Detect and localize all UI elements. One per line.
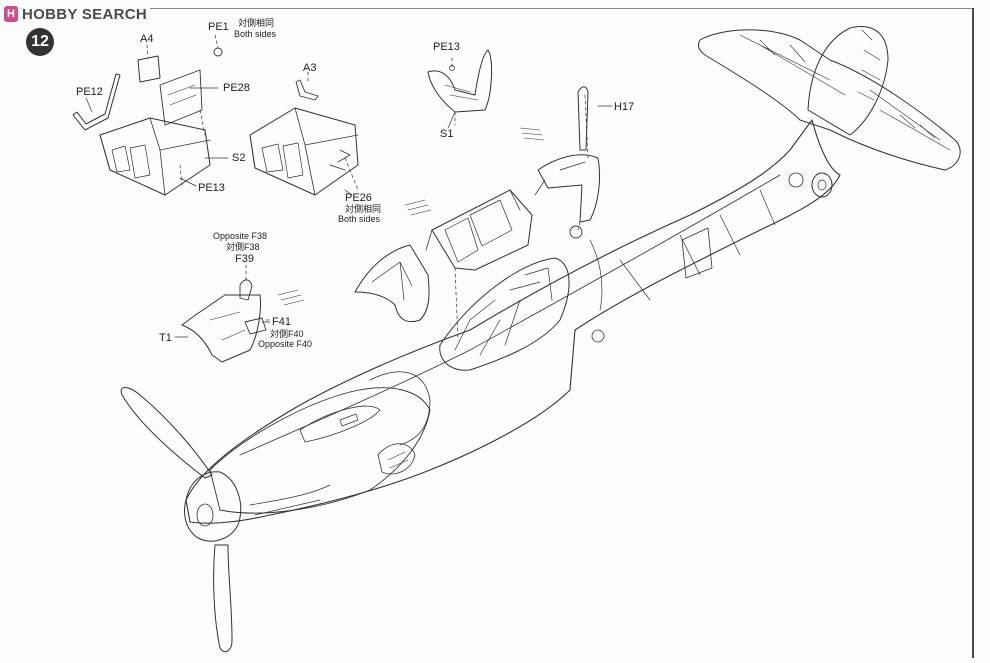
propeller-blade-upper: [120, 387, 213, 479]
label-pe1: PE1: [208, 21, 229, 33]
engine-cowl: [209, 387, 431, 514]
label-f40-en: Opposite F40: [258, 339, 313, 349]
label-a3: A3: [303, 62, 317, 74]
vertical-fin: [807, 26, 889, 136]
label-pe26-en: Both sides: [338, 214, 381, 224]
a3-part: [295, 79, 319, 101]
label-a4: A4: [140, 33, 154, 45]
propeller-blade-lower: [213, 544, 233, 653]
horizontal-stabilizer: [697, 29, 961, 171]
page-border-right: [972, 8, 974, 658]
logo-icon: H: [4, 6, 18, 22]
t1-part: [181, 294, 261, 363]
cockpit-opening: [439, 257, 570, 371]
f39-part: [239, 279, 253, 301]
s1-assembly: [427, 49, 493, 126]
tail-wheel: [811, 172, 833, 198]
windscreen-part: [354, 244, 430, 323]
spinner: [184, 471, 242, 542]
aircraft-illustration: [120, 26, 961, 653]
label-f38-jp: 対側F38: [226, 242, 260, 252]
label-f41: F41: [272, 316, 291, 328]
label-pe13-top: PE13: [433, 41, 460, 53]
seat-back-part: [249, 107, 359, 196]
t1-assembly: [181, 264, 273, 363]
alignment-hatching: [277, 127, 545, 306]
seat-assembly-middle: [249, 71, 359, 196]
label-f38-en: Opposite F38: [213, 231, 268, 241]
page-border-top: [150, 8, 974, 9]
f41-part: [244, 317, 267, 335]
leader-lines: [85, 87, 613, 338]
label-pe13-left: PE13: [198, 182, 225, 194]
seat-assembly-left: [72, 34, 223, 196]
canopy-parts: [277, 86, 601, 341]
label-t1: T1: [159, 332, 172, 344]
a4-part: [137, 55, 161, 83]
label-pe26-jp: 対側相同: [345, 204, 382, 214]
logo-text: HOBBY SEARCH: [22, 5, 148, 23]
label-pe28: PE28: [223, 82, 250, 94]
label-pe26: PE26: [345, 192, 372, 204]
label-pe12: PE12: [76, 86, 103, 98]
step-number-badge: 12: [26, 28, 54, 56]
pe28-part: [159, 69, 203, 126]
label-f40-jp: 対側F40: [270, 329, 304, 339]
center-canopy-part: [431, 189, 533, 271]
label-h17: H17: [614, 101, 635, 113]
label-s2: S2: [232, 152, 246, 164]
pe12-part: [72, 73, 121, 131]
rear-canopy-part: [537, 154, 601, 223]
antenna-mast-part: [577, 86, 589, 151]
label-pe1-en: Both sides: [234, 29, 277, 39]
s2-seat-part: [99, 117, 211, 196]
label-pe1-jp: 対側相同: [238, 18, 275, 28]
s1-part: [427, 49, 493, 113]
fuselage-outline: [185, 119, 841, 524]
label-s1: S1: [440, 128, 454, 140]
watermark-logo: H HOBBY SEARCH: [4, 4, 147, 24]
label-f39: F39: [235, 253, 254, 265]
